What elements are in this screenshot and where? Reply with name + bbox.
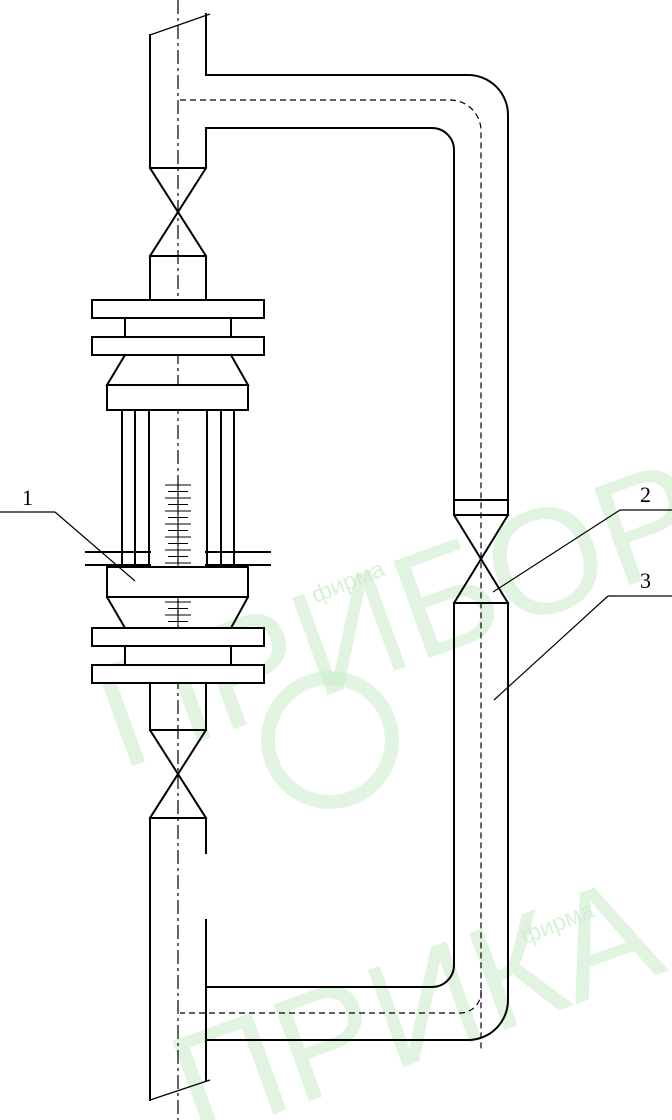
lower-flange-assembly <box>91 566 265 731</box>
part-label-2: 2 <box>640 482 651 507</box>
watermark: ПРИБОР ПРИКА фирма фирма <box>74 427 672 1120</box>
leader-1: 1 <box>0 485 136 582</box>
top-inlet-pipe <box>149 13 211 169</box>
leader-3: 3 <box>493 568 672 701</box>
part-label-3: 3 <box>640 568 651 593</box>
part-label-1: 1 <box>22 485 33 510</box>
upper-flange-assembly <box>91 255 265 411</box>
bypass-upper-inner <box>205 127 455 501</box>
watermark-text-upper: ПРИБОР <box>74 427 672 800</box>
measuring-tube <box>85 409 271 661</box>
watermark-logo-circle <box>261 671 399 809</box>
bypass-upper-centerline <box>180 99 482 1050</box>
bottom-valve <box>148 728 208 820</box>
bypass-upper-outer <box>205 74 509 501</box>
bypass-lower-inner <box>205 602 455 988</box>
bottom-outlet-pipe <box>149 817 211 1101</box>
bypass-lower-outer <box>205 602 509 1041</box>
bypass-lower-centerline <box>180 989 482 1014</box>
bypass-pipe <box>180 74 509 1050</box>
top-valve <box>148 166 208 258</box>
leader-2: 2 <box>492 482 672 593</box>
watermark-text-lower: ПРИКА <box>150 843 672 1120</box>
